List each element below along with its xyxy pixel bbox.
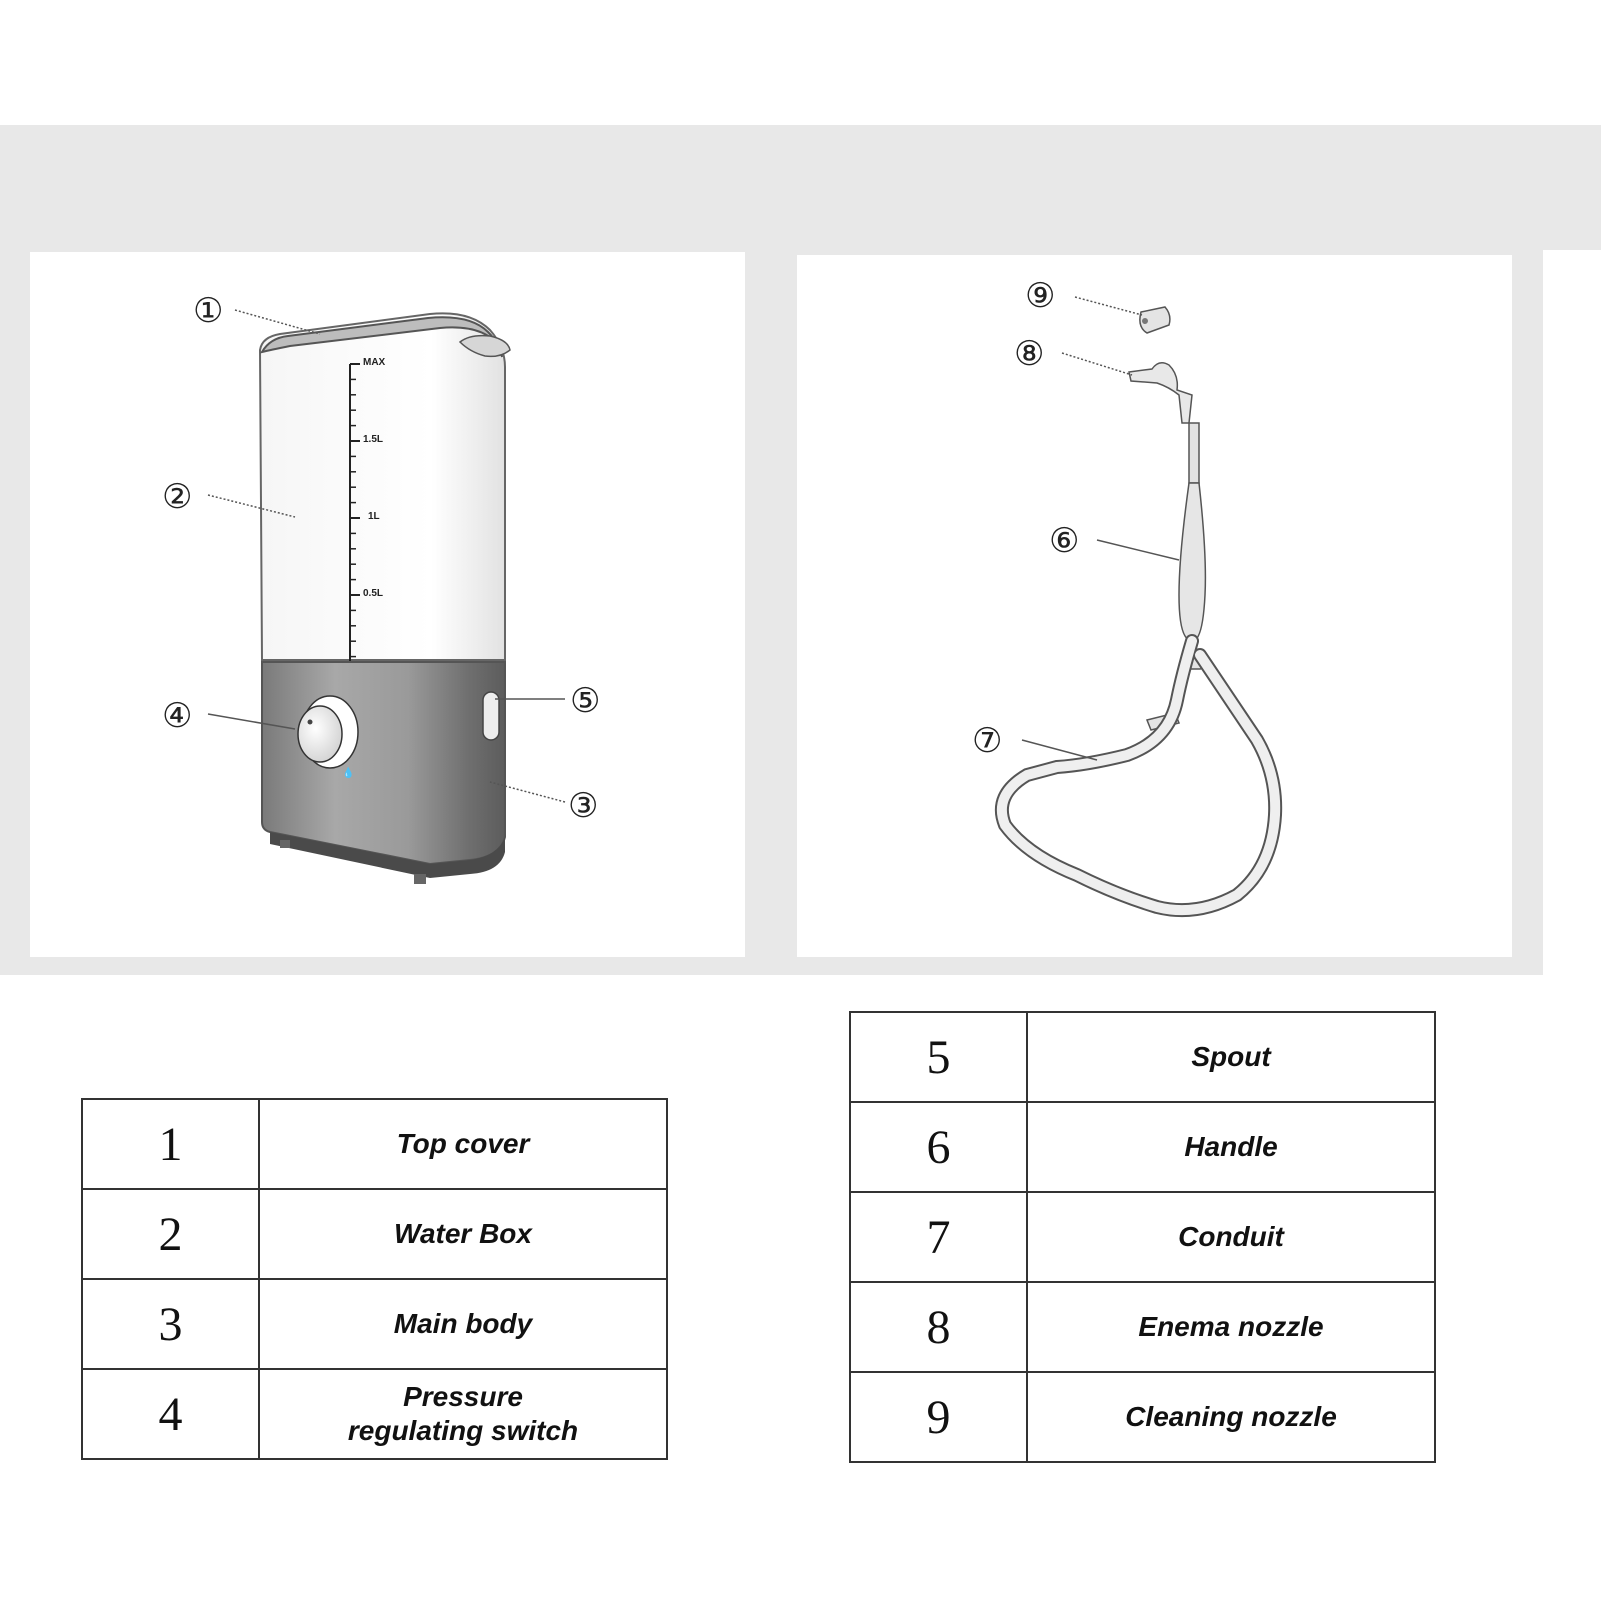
- enema-nozzle-shape: [1128, 362, 1193, 424]
- scale-label-1-5l: 1.5L: [363, 434, 383, 445]
- scale-label-0-5l: 0.5L: [363, 588, 383, 599]
- table-row: 5 Spout: [849, 1011, 1436, 1103]
- part-name: Pressure regulating switch: [258, 1368, 668, 1460]
- part-number: 5: [849, 1011, 1028, 1103]
- foot: [280, 840, 290, 848]
- scale-label-1l: 1L: [368, 511, 380, 522]
- part-number: 2: [81, 1188, 260, 1280]
- table-row: 8 Enema nozzle: [849, 1281, 1436, 1373]
- scale-label-max: MAX: [363, 357, 386, 368]
- parts-table-right: 5 Spout 6 Handle 7 Conduit 8 Enema nozzl…: [849, 1011, 1436, 1463]
- table-row: 7 Conduit: [849, 1191, 1436, 1283]
- part-number: 1: [81, 1098, 260, 1190]
- part-number: 3: [81, 1278, 260, 1370]
- table-row: 6 Handle: [849, 1101, 1436, 1193]
- part-number: 8: [849, 1281, 1028, 1373]
- foot: [414, 874, 426, 884]
- part-name: Conduit: [1026, 1191, 1436, 1283]
- table-row: 4 Pressure regulating switch: [81, 1368, 668, 1460]
- handle-shape: [1178, 482, 1207, 641]
- callout-9: ⑨: [1025, 276, 1055, 316]
- water-box-shape: [258, 312, 506, 661]
- callout-1: ①: [193, 291, 223, 331]
- callout-7: ⑦: [972, 721, 1002, 761]
- part-name: Enema nozzle: [1026, 1281, 1436, 1373]
- accessory-illustration: ⑨ ⑧ ⑥ ⑦: [972, 276, 1283, 918]
- table-row: 9 Cleaning nozzle: [849, 1371, 1436, 1463]
- callout-6: ⑥: [1049, 521, 1079, 561]
- callout-5: ⑤: [570, 681, 600, 721]
- part-name: Main body: [258, 1278, 668, 1370]
- table-row: 2 Water Box: [81, 1188, 668, 1280]
- callout-4: ④: [162, 696, 192, 736]
- water-drop-icon: 💧: [342, 766, 354, 779]
- main-body-shape: [261, 661, 506, 866]
- pressure-knob: [297, 705, 343, 763]
- part-number: 4: [81, 1368, 260, 1460]
- accessory-illustration-panel: ⑨ ⑧ ⑥ ⑦: [797, 255, 1512, 957]
- part-number: 7: [849, 1191, 1028, 1283]
- part-name: Water Box: [258, 1188, 668, 1280]
- callout-8: ⑧: [1014, 334, 1044, 374]
- part-number: 9: [849, 1371, 1028, 1463]
- table-row: 3 Main body: [81, 1278, 668, 1370]
- part-name: Handle: [1026, 1101, 1436, 1193]
- device-illustration: MAX 1.5L 1L 0.5L 0L 💧 ① ② ③ ④ ⑤: [162, 291, 600, 884]
- background-notch: [1543, 250, 1601, 975]
- callout-3: ③: [568, 786, 598, 826]
- part-name: Spout: [1026, 1011, 1436, 1103]
- parts-table-left: 1 Top cover 2 Water Box 3 Main body 4 Pr…: [81, 1098, 668, 1460]
- part-name: Top cover: [258, 1098, 668, 1190]
- part-name: Cleaning nozzle: [1026, 1371, 1436, 1463]
- part-number: 6: [849, 1101, 1028, 1193]
- main-body-base: [270, 832, 505, 878]
- callout-2: ②: [162, 477, 192, 517]
- table-row: 1 Top cover: [81, 1098, 668, 1190]
- top-cover-handle: [458, 334, 511, 358]
- device-illustration-panel: MAX 1.5L 1L 0.5L 0L 💧 ① ② ③ ④ ⑤: [30, 252, 745, 957]
- handle-shaft: [1188, 422, 1200, 484]
- cleaning-nozzle-shape: [1139, 306, 1171, 334]
- spout-opening: [482, 691, 500, 741]
